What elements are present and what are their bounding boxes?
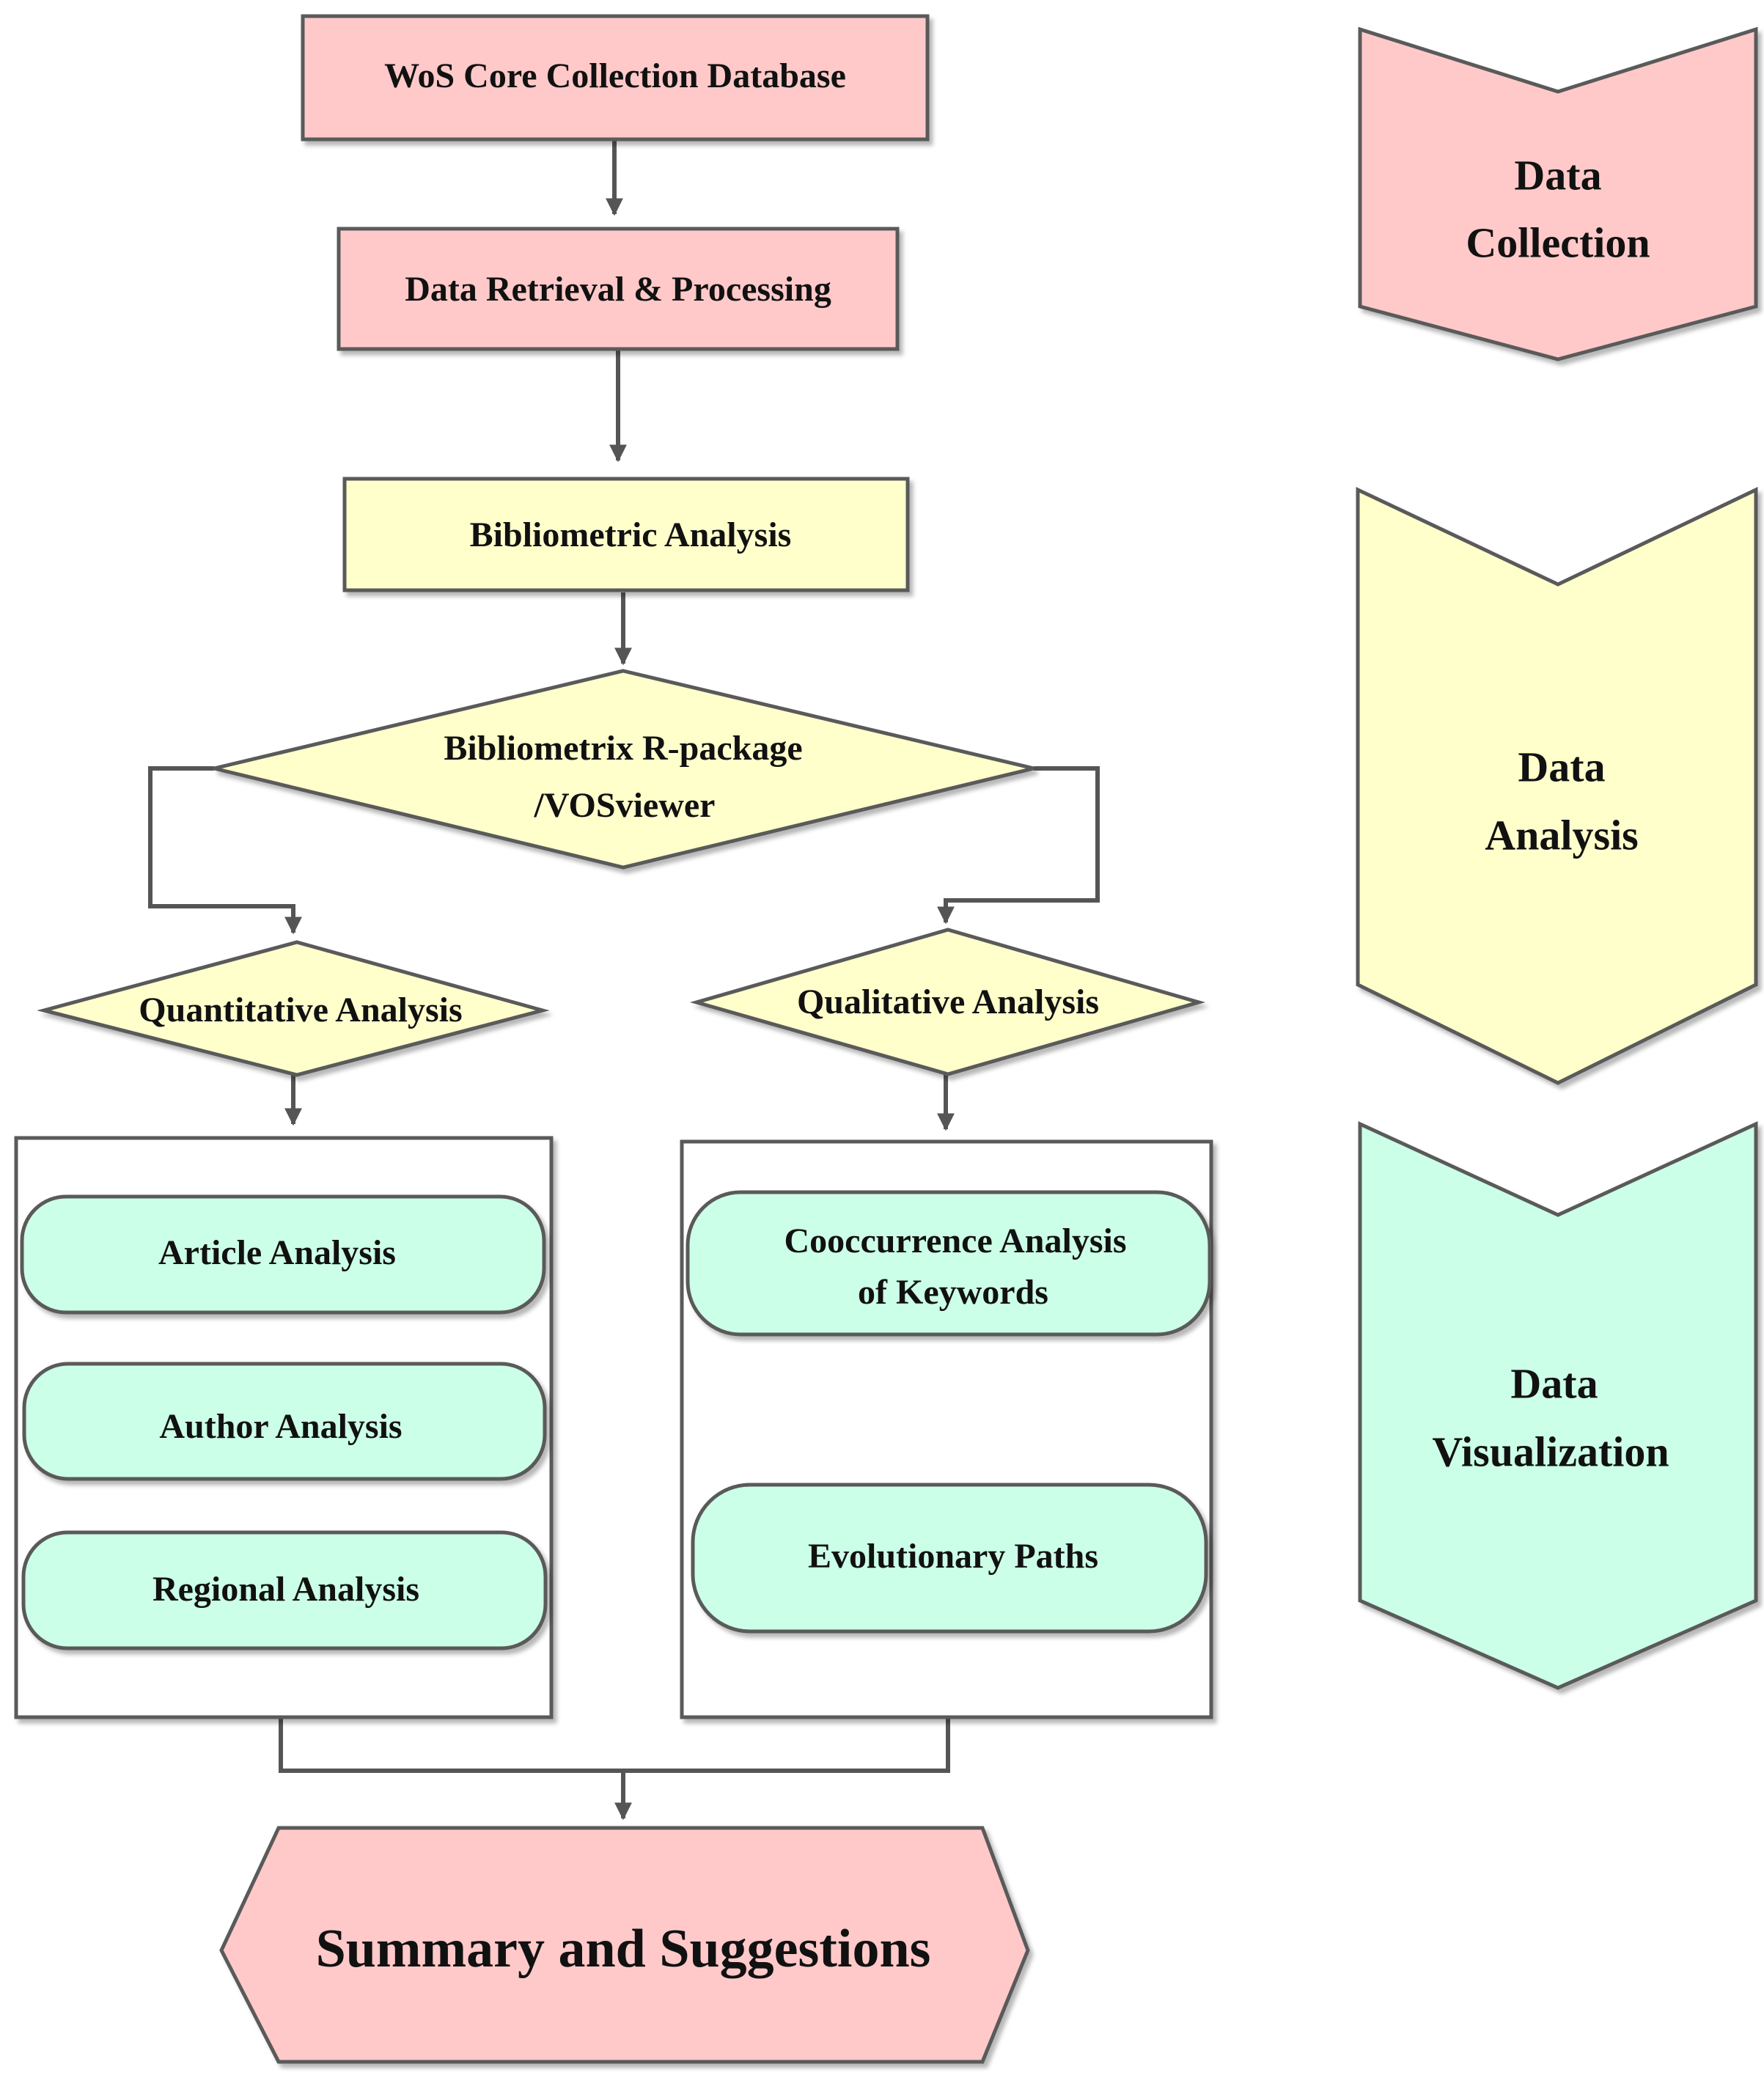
arrow-tools-to-quantitative (148, 766, 302, 935)
stage-analysis-line1: Data (1518, 743, 1605, 790)
cooccurrence-label-line2: of Keywords (858, 1273, 1048, 1312)
article-analysis-item: Article Analysis (20, 1194, 546, 1315)
author-analysis-label: Author Analysis (159, 1407, 402, 1446)
evolutionary-paths-item: Evolutionary Paths (691, 1483, 1208, 1634)
connectors (148, 141, 1100, 1821)
quantitative-label: Quantitative Analysis (139, 991, 462, 1029)
qualitative-decision: Qualitative Analysis (689, 928, 1206, 1076)
tools-label-line1: Bibliometrix R-package (444, 729, 802, 768)
wos-database-box: WoS Core Collection Database (301, 14, 930, 142)
bibliometric-label: Bibliometric Analysis (470, 515, 792, 554)
merge-line (279, 1717, 950, 1773)
stage-data-analysis: Data Analysis (1356, 487, 1758, 1085)
stage-collection-line1: Data (1514, 151, 1601, 199)
regional-analysis-label: Regional Analysis (152, 1570, 419, 1609)
evolutionary-paths-label: Evolutionary Paths (808, 1537, 1098, 1576)
author-analysis-item: Author Analysis (22, 1362, 547, 1481)
tools-decision: Bibliometrix R-package /VOSviewer (213, 669, 1034, 870)
stage-data-visualization: Data Visualization (1358, 1121, 1758, 1690)
regional-analysis-item: Regional Analysis (21, 1530, 548, 1650)
quantitative-list: Article Analysis Author Analysis Regiona… (14, 1136, 554, 1719)
retrieval-label: Data Retrieval & Processing (405, 270, 831, 309)
cooccurrence-item: Cooccurrence Analysis of Keywords (686, 1190, 1212, 1337)
tools-label-line2: /VOSviewer (534, 786, 716, 825)
stage-analysis-line2: Analysis (1485, 811, 1639, 859)
article-analysis-label: Article Analysis (158, 1233, 396, 1272)
arrow-tools-to-qualitative (937, 766, 1100, 925)
wos-database-label: WoS Core Collection Database (384, 56, 846, 95)
quantitative-decision: Quantitative Analysis (37, 940, 550, 1077)
qualitative-list: Cooccurrence Analysis of Keywords Evolut… (680, 1139, 1213, 1719)
summary-label: Summary and Suggestions (316, 1919, 931, 1979)
qualitative-label: Qualitative Analysis (797, 983, 1099, 1021)
stage-data-collection: Data Collection (1358, 26, 1758, 361)
stage-visualization-line2: Visualization (1432, 1428, 1669, 1475)
summary-box: Summary and Suggestions (219, 1826, 1030, 2064)
stage-visualization-line1: Data (1510, 1359, 1598, 1407)
retrieval-box: Data Retrieval & Processing (337, 227, 900, 351)
bibliometric-box: Bibliometric Analysis (342, 477, 910, 592)
stage-collection-line2: Collection (1466, 218, 1650, 266)
cooccurrence-label-line1: Cooccurrence Analysis (784, 1222, 1126, 1260)
